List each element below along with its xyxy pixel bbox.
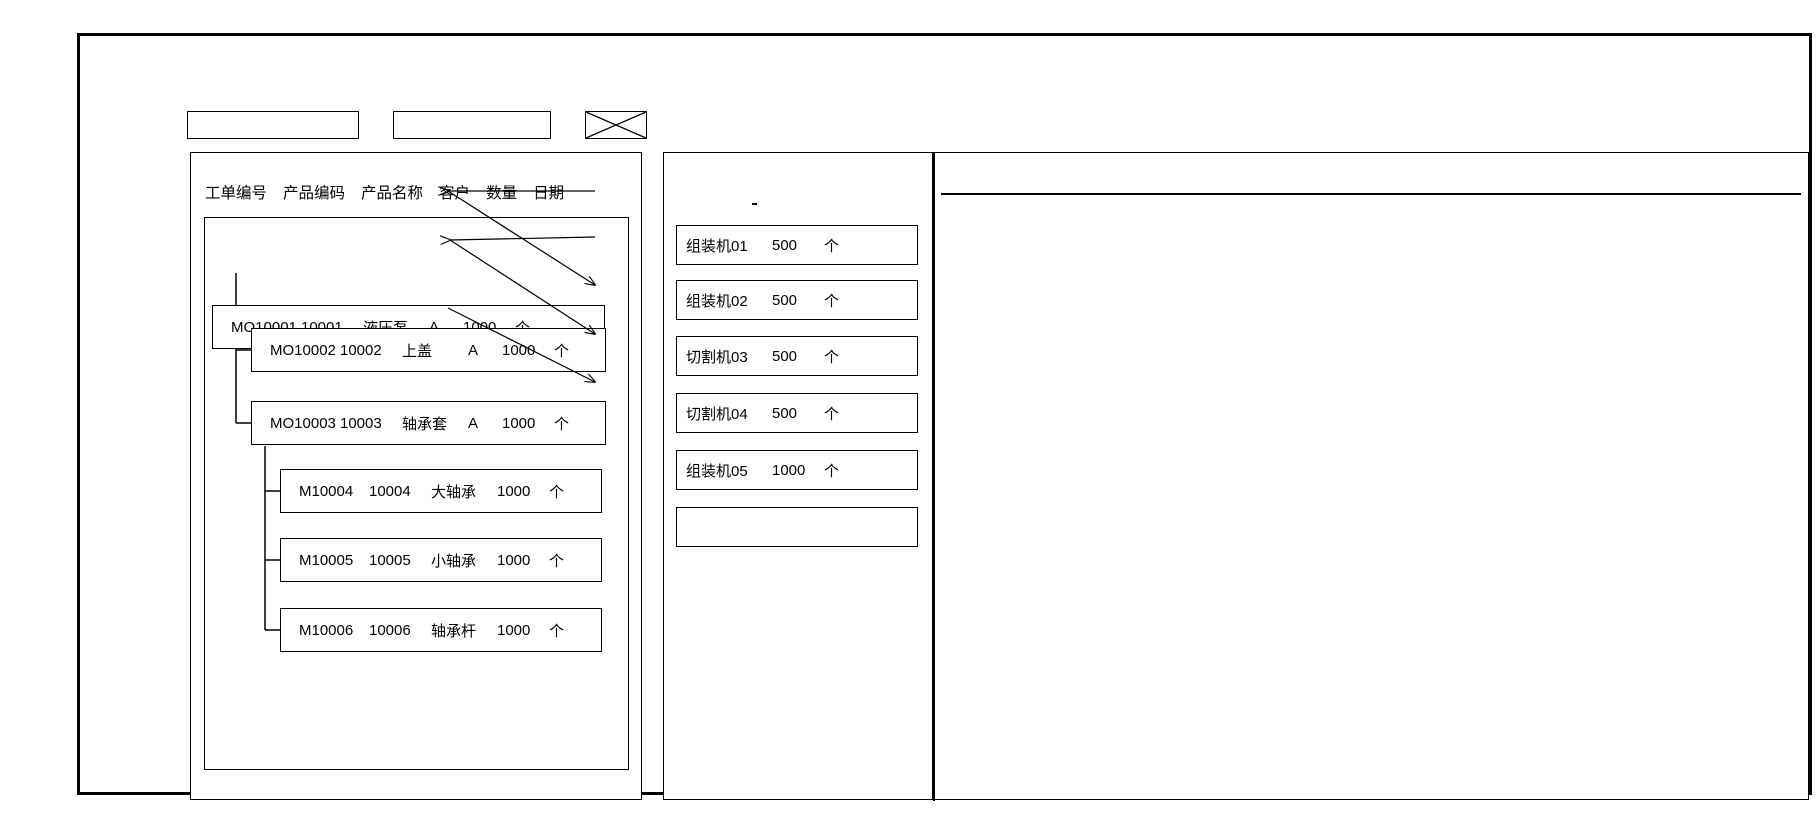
list-item[interactable]: 切割机04 500 个 (676, 393, 918, 433)
machine-quantity: 500 (772, 404, 798, 422)
machine-unit: 个 (824, 405, 840, 423)
row-product-name: 小轴承 (431, 552, 477, 570)
image-placeholder-cross (586, 112, 646, 138)
row-order-no: MO10002 (270, 341, 336, 359)
machine-unit: 个 (824, 237, 840, 255)
row-order-no: M10004 (299, 482, 354, 500)
row-quantity: 1000 (502, 414, 536, 432)
row-quantity: 1000 (497, 621, 531, 639)
row-product-code: 10005 (369, 551, 411, 569)
machine-name: 切割机04 (686, 405, 748, 423)
table-row[interactable]: M10005 10005 小轴承 1000 个 (280, 538, 602, 582)
list-item[interactable]: 组装机05 1000 个 (676, 450, 918, 490)
row-product-code: 10003 (340, 414, 382, 432)
list-item[interactable]: 组装机01 500 个 (676, 225, 918, 265)
machine-quantity: 500 (772, 291, 798, 309)
row-order-no: M10005 (299, 551, 354, 569)
table-row[interactable]: MO10002 10002 上盖 A 1000 个 (251, 328, 606, 372)
list-item-empty[interactable] (676, 507, 918, 547)
list-item[interactable]: 组装机02 500 个 (676, 280, 918, 320)
row-customer: A (468, 341, 479, 359)
column-header-order-no: 工单编号 (205, 185, 268, 202)
table-row[interactable]: MO10003 10003 轴承套 A 1000 个 (251, 401, 606, 445)
row-unit: 个 (554, 415, 570, 433)
row-product-name: 轴承套 (402, 415, 448, 433)
row-product-code: 10004 (369, 482, 411, 500)
machine-quantity: 500 (772, 236, 798, 254)
machine-name: 组装机02 (686, 292, 748, 310)
row-order-no: MO10003 (270, 414, 336, 432)
row-quantity: 1000 (497, 551, 531, 569)
row-customer: A (468, 414, 479, 432)
detail-header-rule (941, 193, 1801, 195)
machine-name: 切割机03 (686, 348, 748, 366)
row-unit: 个 (549, 552, 565, 570)
work-order-panel: 工单编号 产品编码 产品名称 客户 数量 日期 (190, 152, 642, 800)
row-unit: 个 (549, 483, 565, 501)
row-product-name: 上盖 (402, 342, 433, 360)
column-header-product-name: 产品名称 (361, 185, 424, 202)
panel-marker-dot (752, 203, 757, 205)
toolbar-field-2[interactable] (393, 111, 551, 139)
work-order-tree: MO10001 10001 液压泵 A 1000 个 MO10002 10002… (191, 153, 643, 801)
row-product-name: 大轴承 (431, 483, 477, 501)
row-product-name: 轴承杆 (431, 622, 477, 640)
machine-name: 组装机01 (686, 237, 748, 255)
row-product-code: 10002 (340, 341, 382, 359)
table-row[interactable]: M10006 10006 轴承杆 1000 个 (280, 608, 602, 652)
list-item[interactable]: 切割机03 500 个 (676, 336, 918, 376)
machine-unit: 个 (824, 462, 840, 480)
app-window: 工单编号 产品编码 产品名称 客户 数量 日期 (77, 33, 1812, 801)
row-product-code: 10006 (369, 621, 411, 639)
image-placeholder-icon[interactable] (585, 111, 647, 139)
gantt-detail-panel (933, 152, 1809, 801)
machine-schedule-panel: 组装机01 500 个 组装机02 500 个 切割机03 500 个 切割机0… (663, 152, 933, 800)
row-order-no: M10006 (299, 621, 354, 639)
machine-unit: 个 (824, 348, 840, 366)
panel-divider (933, 153, 935, 801)
toolbar (187, 111, 647, 139)
machine-quantity: 1000 (772, 461, 806, 479)
machine-unit: 个 (824, 292, 840, 310)
machine-quantity: 500 (772, 347, 798, 365)
table-row[interactable]: M10004 10004 大轴承 1000 个 (280, 469, 602, 513)
machine-name: 组装机05 (686, 462, 748, 480)
row-unit: 个 (554, 342, 570, 360)
row-customer: A (429, 318, 440, 336)
row-unit: 个 (549, 622, 565, 640)
toolbar-field-1[interactable] (187, 111, 359, 139)
column-header-product-code: 产品编码 (283, 185, 346, 202)
row-quantity: 1000 (502, 341, 536, 359)
row-quantity: 1000 (497, 482, 531, 500)
